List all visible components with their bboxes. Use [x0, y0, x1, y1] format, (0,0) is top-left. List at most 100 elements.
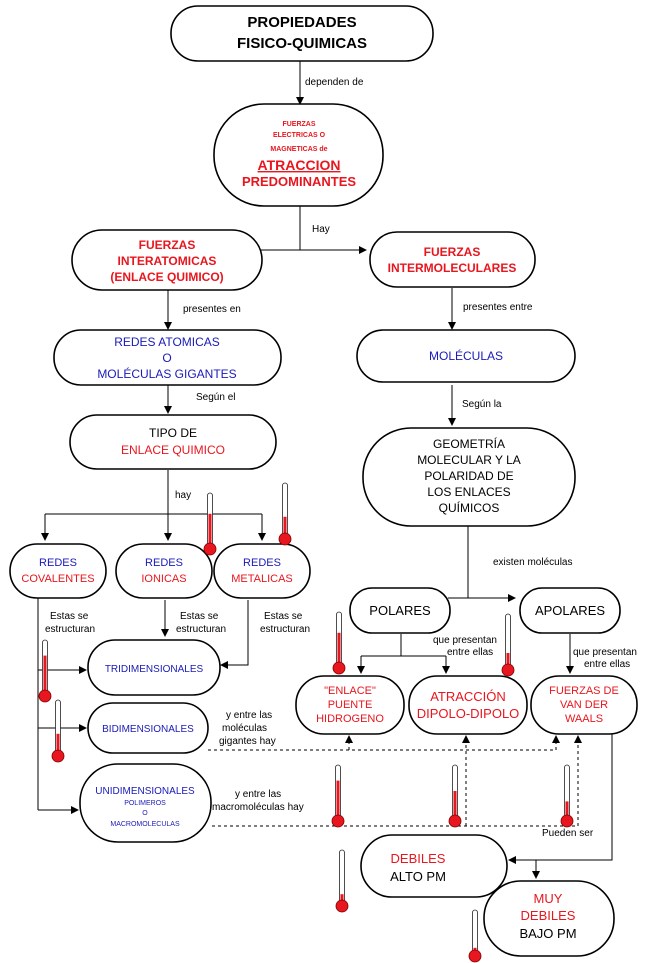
connectors: [37, 60, 613, 879]
node-text: WAALS: [565, 713, 603, 725]
label-estas-se-2: Estas se: [180, 611, 219, 622]
node-text: METALICAS: [231, 573, 293, 585]
thermometer-icon: [501, 613, 515, 677]
thermometer-icon: [468, 909, 482, 963]
node-text: INTERATOMICAS: [118, 254, 217, 268]
node-text: APOLARES: [535, 603, 605, 618]
node-text: (ENLACE QUIMICO): [110, 270, 223, 284]
node-text: TIPO DE: [149, 426, 197, 440]
node-text: BAJO PM: [519, 926, 576, 941]
label-gigantes-hay: gigantes hay: [219, 736, 276, 747]
node-text: UNIDIMENSIONALES: [95, 786, 195, 797]
node-text: FUERZAS: [424, 245, 481, 259]
node-fuerzas-intermoleculares: FUERZAS INTERMOLECULARES: [369, 231, 536, 288]
node-text: FUERZAS DE: [549, 685, 619, 697]
node-text: REDES: [39, 557, 77, 569]
thermometer-icon: [448, 764, 462, 828]
label-y-entre-1: y entre las: [226, 710, 272, 721]
node-text: ALTO PM: [390, 869, 446, 884]
node-tridimensionales: TRIDIMENSIONALES: [87, 639, 221, 696]
node-text: "ENLACE": [324, 685, 376, 697]
node-text: POLARES: [369, 603, 431, 618]
label-moleculas: moléculas: [222, 723, 267, 734]
thermometer-icon: [203, 492, 217, 556]
node-text: MOLECULAR Y LA: [417, 453, 521, 467]
node-text: O: [162, 351, 171, 365]
node-text: MOLÉCULAS: [429, 348, 503, 363]
node-polares: POLARES: [349, 587, 451, 634]
label-hay-2: hay: [175, 490, 191, 501]
node-muy-debiles: MUY DEBILES BAJO PM: [483, 880, 615, 957]
node-text: GEOMETRÍA: [433, 436, 505, 451]
node-fuerzas-predominantes: FUERZAS ELECTRICAS O MAGNETICAS de ATRAC…: [213, 103, 384, 207]
node-redes-covalentes: REDES COVALENTES: [9, 543, 107, 599]
label-presentes-entre: presentes entre: [463, 302, 533, 313]
node-text: MUY: [534, 891, 563, 906]
node-text: DIPOLO-DIPOLO: [417, 706, 520, 721]
label-presentes-en: presentes en: [183, 304, 241, 315]
node-redes-ionicas: REDES IONICAS: [115, 543, 213, 599]
node-text: VAN DER: [560, 699, 608, 711]
node-text: COVALENTES: [21, 573, 94, 585]
node-text: DEBILES: [391, 851, 446, 866]
label-hay: Hay: [312, 224, 330, 235]
thermometer-icon: [51, 699, 65, 763]
label-estas-se-3: Estas se: [264, 611, 303, 622]
label-segun-el: Según el: [196, 392, 235, 403]
node-redes-atomicas: REDES ATOMICAS O MOLÉCULAS GIGANTES: [53, 329, 282, 386]
node-text: ATRACCION: [258, 157, 341, 173]
node-text: MACROMOLECULAS: [110, 821, 180, 828]
node-redes-metalicas: REDES METALICAS: [213, 543, 311, 599]
thermometer-icon: [331, 764, 345, 828]
node-van-der-waals: FUERZAS DE VAN DER WAALS: [530, 675, 638, 735]
node-text: IONICAS: [141, 573, 186, 585]
thermometer-icon: [560, 764, 574, 828]
node-text: ENLACE QUIMICO: [121, 443, 225, 457]
node-text: FUERZAS: [282, 121, 315, 128]
node-apolares: APOLARES: [519, 587, 621, 634]
label-estructuran-1: estructuran: [45, 624, 95, 635]
node-text: POLARIDAD DE: [424, 469, 513, 483]
thermometers: [38, 482, 574, 963]
node-unidimensionales: UNIDIMENSIONALES POLIMEROS O MACROMOLECU…: [79, 763, 212, 843]
node-geometria: GEOMETRÍA MOLECULAR Y LA POLARIDAD DE LO…: [362, 427, 576, 527]
node-text: LOS ENLACES: [427, 485, 510, 499]
label-que-presentan-1: que presentan: [433, 635, 497, 646]
label-y-entre-2: y entre las: [235, 789, 281, 800]
node-text: MOLÉCULAS GIGANTES: [97, 366, 236, 381]
edge-labels: dependen de Hay presentes en presentes e…: [45, 77, 637, 839]
thermometer-icon: [335, 849, 349, 913]
node-text: INTERMOLECULARES: [388, 261, 517, 275]
thermometer-icon: [38, 639, 52, 703]
node-text: PREDOMINANTES: [242, 174, 356, 189]
label-estructuran-2: estructuran: [176, 624, 226, 635]
node-propiedades: PROPIEDADES FISICO-QUIMICAS: [170, 5, 434, 62]
node-text: ATRACCIÓN: [430, 689, 506, 704]
node-fuerzas-interatomicas: FUERZAS INTERATOMICAS (ENLACE QUIMICO): [71, 229, 263, 291]
node-text: REDES: [145, 557, 183, 569]
node-text: HIDROGENO: [316, 713, 384, 725]
label-segun-la: Según la: [462, 399, 502, 410]
conn-metalicas-tri: [220, 600, 249, 669]
node-text: POLIMEROS: [124, 800, 166, 807]
label-que-presentan-2: que presentan: [573, 647, 637, 658]
node-text: TRIDIMENSIONALES: [105, 664, 204, 675]
label-estructuran-3: estructuran: [260, 624, 310, 635]
node-text: FISICO-QUIMICAS: [237, 35, 367, 52]
label-entre-ellas-2: entre ellas: [584, 659, 630, 670]
conn-uni-vdw-dashed: [212, 735, 582, 827]
label-macromoleculas-hay: macromoléculas hay: [212, 802, 304, 813]
conn-vdw-debiles: [508, 724, 613, 864]
node-text: PUENTE: [328, 699, 373, 711]
node-text: DEBILES: [521, 908, 576, 923]
node-text: REDES: [243, 557, 281, 569]
label-entre-ellas-1: entre ellas: [447, 647, 493, 658]
node-bidimensionales: BIDIMENSIONALES: [87, 702, 209, 754]
node-text: BIDIMENSIONALES: [102, 724, 194, 735]
node-text: ELECTRICAS O: [273, 132, 326, 139]
node-text: QUÍMICOS: [439, 500, 500, 515]
label-estas-se-1: Estas se: [50, 611, 89, 622]
label-dependen-de: dependen de: [305, 77, 364, 88]
node-text: REDES ATOMICAS: [114, 335, 220, 349]
node-tipo-enlace: TIPO DE ENLACE QUIMICO: [69, 414, 277, 470]
